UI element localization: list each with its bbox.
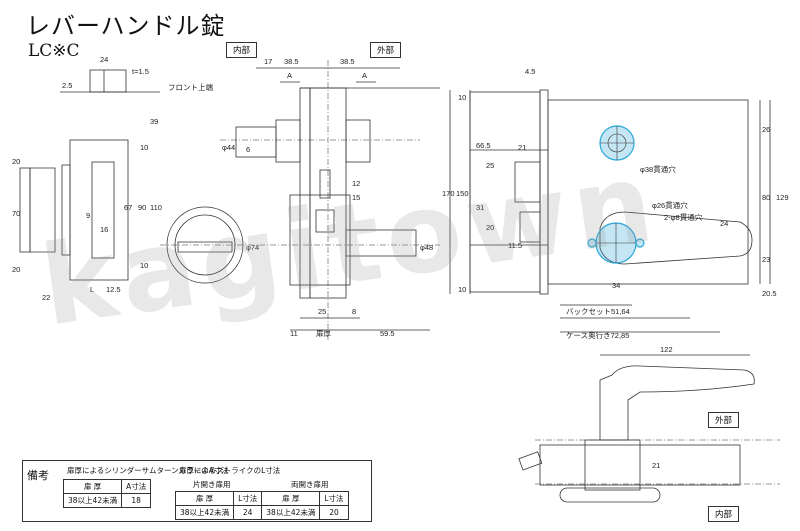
dim-10-case-bottom: 10 bbox=[458, 285, 466, 294]
dim-21: 21 bbox=[518, 143, 526, 152]
dim-38-5-left: 38.5 bbox=[284, 57, 299, 66]
dim-22: 22 bbox=[42, 293, 50, 302]
strike-housing bbox=[289, 194, 351, 286]
dim-25: 25 bbox=[318, 307, 326, 316]
dim-17: 17 bbox=[264, 57, 272, 66]
dim-phi44: φ44 bbox=[222, 143, 235, 152]
dim-90: 90 bbox=[138, 203, 146, 212]
lock-case-side bbox=[299, 87, 311, 299]
label-hole-26: φ26貫通穴 bbox=[652, 200, 688, 210]
lock-body-face bbox=[547, 99, 749, 285]
dim-122: 122 bbox=[660, 345, 673, 354]
tag-outer-side: 外部 bbox=[708, 412, 740, 428]
strike-side bbox=[29, 167, 56, 253]
dim-59-5: 59.5 bbox=[380, 329, 395, 338]
strike-top-view bbox=[89, 69, 127, 93]
strike-front bbox=[69, 139, 129, 281]
dim-24: 24 bbox=[100, 55, 108, 64]
table2-cell-l-2: 20 bbox=[319, 505, 349, 520]
dim-10-case-top: 10 bbox=[458, 93, 466, 102]
dim-20-top: 20 bbox=[12, 157, 20, 166]
table2-header-l-1: L寸法 bbox=[233, 491, 263, 506]
table1-cell-a: 18 bbox=[121, 493, 152, 508]
dim-67: 67 bbox=[124, 203, 132, 212]
dim-2-5: 2.5 bbox=[62, 81, 72, 90]
dim-80: 80 bbox=[762, 193, 770, 202]
dim-39: 39 bbox=[150, 117, 158, 126]
table2-single: 片開き扉用 bbox=[193, 480, 231, 489]
dim-phi48: φ48 bbox=[420, 243, 433, 252]
dim-A-left: A bbox=[287, 71, 292, 80]
table-l-dimension: 扉 厚 L寸法 扉 厚 L寸法 38以上42未満 24 38以上42未満 20 bbox=[174, 491, 349, 520]
table2-header-thickness-2: 扉 厚 bbox=[261, 491, 321, 506]
label-case-depth: ケース奥行き72,85 bbox=[566, 330, 629, 340]
dim-20-bottom: 20 bbox=[12, 265, 20, 274]
lever-handle-top bbox=[599, 365, 755, 441]
dim-16: 16 bbox=[100, 225, 108, 234]
dim-110: 110 bbox=[150, 203, 162, 212]
tag-inner-side: 内部 bbox=[708, 506, 740, 522]
dim-31: 31 bbox=[476, 203, 484, 212]
dim-26: 26 bbox=[762, 125, 770, 134]
dim-24-lever: 24 bbox=[720, 219, 728, 228]
dim-66-5: 66.5 bbox=[476, 141, 491, 150]
dim-10-bottom: 10 bbox=[140, 261, 148, 270]
dim-4-5: 4.5 bbox=[525, 67, 535, 76]
dim-L: L bbox=[90, 285, 94, 294]
table2-cell-l-1: 24 bbox=[233, 505, 263, 520]
inner-escutcheon bbox=[235, 126, 277, 158]
dim-A-right: A bbox=[362, 71, 367, 80]
table2-cell-thickness-1: 38以上42未満 bbox=[174, 505, 235, 520]
notes-label: 備考 bbox=[27, 469, 49, 482]
dim-10-top: 10 bbox=[140, 143, 148, 152]
dim-8: 8 bbox=[352, 307, 356, 316]
dim-70: 70 bbox=[12, 209, 20, 218]
label-door-thickness: 扉厚 bbox=[316, 328, 331, 338]
dim-150: 150 bbox=[456, 189, 469, 198]
dim-38-5-right: 38.5 bbox=[340, 57, 355, 66]
dim-6: 6 bbox=[246, 145, 250, 154]
case-front bbox=[539, 89, 549, 295]
dim-t-1-5: t=1.5 bbox=[132, 67, 149, 76]
table1-header-thickness: 扉 厚 bbox=[62, 479, 123, 494]
dim-phi74: φ74 bbox=[246, 243, 259, 252]
label-front-top: フロント上端 bbox=[168, 82, 213, 92]
dim-12: 12 bbox=[352, 179, 360, 188]
lever-handle-front bbox=[599, 211, 753, 265]
dim-25-case: 25 bbox=[486, 161, 494, 170]
dim-23: 23 bbox=[762, 255, 770, 264]
dim-9: 9 bbox=[86, 211, 90, 220]
dim-34: 34 bbox=[612, 281, 620, 290]
table2-cell-thickness-2: 38以上42未満 bbox=[261, 505, 321, 520]
table2-caption: 扉厚によるストライクのL寸法 bbox=[179, 466, 281, 475]
dim-129: 129 bbox=[776, 193, 789, 202]
page-title: レバーハンドル錠 bbox=[26, 12, 226, 40]
table1-caption: 扉厚によるシリンダーサムターンカラーのA寸法 bbox=[67, 466, 229, 475]
dim-12-5: 12.5 bbox=[106, 285, 121, 294]
dim-11-5: 11.5 bbox=[508, 241, 522, 250]
tag-inner: 内部 bbox=[226, 42, 258, 58]
dim-11: 11 bbox=[290, 329, 298, 338]
model-code: LC※C bbox=[28, 41, 80, 61]
dim-21-side: 21 bbox=[652, 461, 660, 470]
table1-cell-thickness: 38以上42未満 bbox=[62, 493, 123, 508]
lock-case-top bbox=[469, 91, 541, 293]
dim-20-5: 20.5 bbox=[762, 289, 777, 298]
tag-outer: 外部 bbox=[370, 42, 402, 58]
table2-header-l-2: L寸法 bbox=[319, 491, 349, 506]
label-backset: バックセット51,64 bbox=[566, 307, 630, 316]
dim-15: 15 bbox=[352, 193, 360, 202]
dim-170: 170 bbox=[442, 189, 455, 198]
label-hole-38: φ38貫通穴 bbox=[640, 164, 676, 174]
latch-bolt bbox=[345, 229, 417, 257]
dim-20-case: 20 bbox=[486, 223, 494, 232]
table2-header-thickness-1: 扉 厚 bbox=[174, 491, 235, 506]
label-hole-8: 2-φ8貫通穴 bbox=[664, 212, 703, 222]
table2-double: 両開き扉用 bbox=[291, 480, 329, 489]
table1-header-a: A寸法 bbox=[121, 479, 152, 494]
